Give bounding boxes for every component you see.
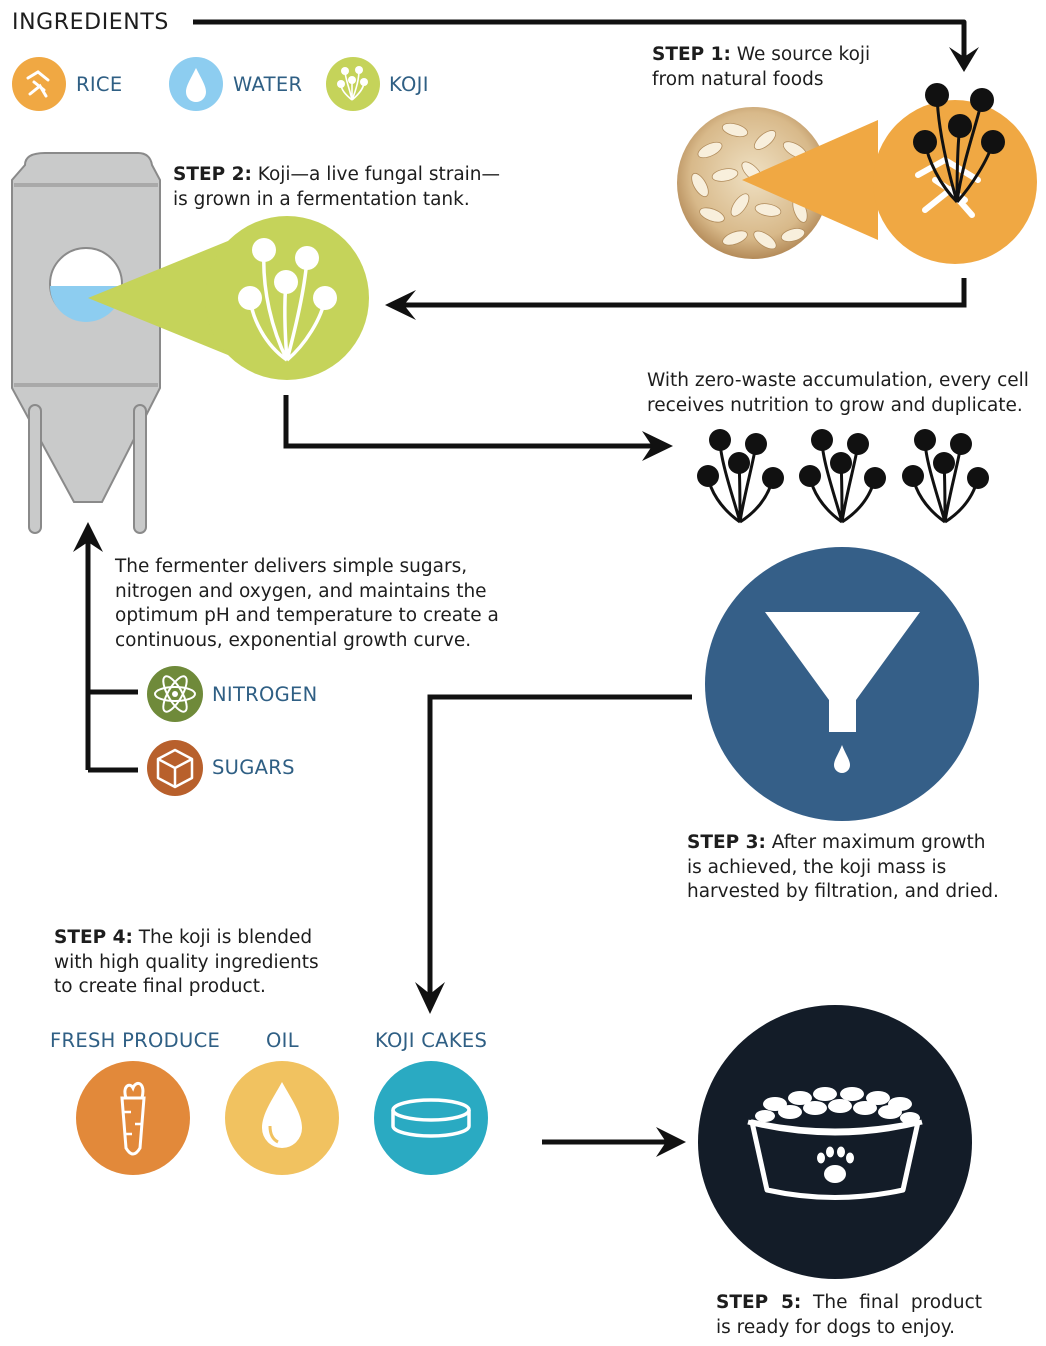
product-label-koji-cakes: KOJI CAKES: [375, 1029, 488, 1052]
step1-text-line1: We source koji: [730, 44, 871, 65]
step4-title: STEP 4:: [54, 927, 133, 948]
ingredient-label-koji: KOJI: [389, 73, 429, 96]
arrow-step2-to-growth: [283, 395, 673, 461]
water-drop-icon: [169, 57, 223, 111]
koji-cell-2: [799, 429, 886, 524]
step5-text-line1: The final product: [801, 1292, 982, 1313]
step1-text-line2: from natural foods: [652, 68, 824, 90]
fermenter-text-line1: The fermenter delivers simple sugars,: [115, 556, 468, 577]
fermenter-caption: The fermenter delivers simple sugars, ni…: [115, 555, 535, 653]
step4-text-line3: to create final product.: [54, 976, 266, 997]
step1-caption: STEP 1: We source koji from natural food…: [652, 43, 932, 92]
fermenter-text-line3: optimum pH and temperature to create a: [115, 605, 499, 626]
growth-text-line1: With zero-waste accumulation, every cell: [647, 370, 1029, 391]
ingredient-label-rice: RICE: [76, 73, 123, 96]
arrow-products-to-step5: [542, 1127, 686, 1157]
step1-title: STEP 1:: [652, 44, 731, 65]
funnel-icon: [705, 547, 979, 821]
product-label-fresh-produce: FRESH PRODUCE: [50, 1029, 221, 1052]
step4-caption: STEP 4: The koji is blended with high qu…: [54, 926, 354, 1000]
growth-caption: With zero-waste accumulation, every cell…: [647, 369, 1046, 418]
step5-title: STEP 5:: [716, 1292, 802, 1313]
step4-text-line1: The koji is blended: [132, 927, 313, 948]
step3-text-line1: After maximum growth: [765, 832, 986, 853]
ingredient-label-water: WATER: [233, 73, 303, 96]
dog-bowl-icon: [698, 1005, 972, 1279]
arrow-step3-to-step4: [415, 694, 692, 1014]
step3-text-line2: is achieved, the koji mass is: [687, 856, 947, 878]
carrot-icon: [76, 1061, 190, 1175]
step3-caption: STEP 3: After maximum growth is achieved…: [687, 831, 1017, 905]
koji-cake-icon: [374, 1061, 488, 1175]
step5-text-line2: is ready for dogs to enjoy.: [716, 1316, 956, 1338]
fermentation-tank: [11, 152, 161, 534]
product-label-oil: OIL: [266, 1029, 299, 1052]
step3-title: STEP 3:: [687, 832, 766, 853]
arrow-step1-to-step2: [385, 278, 967, 320]
arrow-inputs-to-tank: [73, 522, 138, 773]
atom-icon: [147, 666, 203, 722]
step3-text-line3: harvested by filtration, and dried.: [687, 881, 999, 902]
input-label-sugars: SUGARS: [212, 756, 295, 779]
koji-cells-group: [697, 429, 989, 524]
rice-icon: [12, 57, 66, 111]
cube-icon: [147, 740, 203, 796]
step2-title: STEP 2:: [173, 164, 252, 185]
input-label-nitrogen: NITROGEN: [212, 683, 318, 706]
step2-text-line1: Koji—a live fungal strain—: [251, 164, 501, 185]
koji-icon: [326, 57, 380, 111]
step4-text-line2: with high quality ingredients: [54, 951, 319, 973]
step5-caption: STEP 5: The final product is ready for d…: [716, 1291, 1016, 1340]
koji-cell-3: [902, 429, 989, 524]
koji-cell-1: [697, 429, 784, 524]
step2-text-line2: is grown in a fermentation tank.: [173, 188, 470, 210]
ingredients-heading: INGREDIENTS: [12, 10, 169, 35]
step2-caption: STEP 2: Koji—a live fungal strain— is gr…: [173, 163, 513, 212]
oil-drop-icon: [225, 1061, 339, 1175]
fermenter-text-line4: continuous, exponential growth curve.: [115, 629, 472, 651]
arrow-ingredients-to-step1: [193, 19, 979, 72]
fermenter-text-line2: nitrogen and oxygen, and maintains the: [115, 580, 487, 602]
koji-on-rice-magnifier: [742, 83, 1037, 264]
growth-text-line2: receives nutrition to grow and duplicate…: [647, 394, 1023, 416]
koji-growth-magnifier: [88, 216, 369, 380]
